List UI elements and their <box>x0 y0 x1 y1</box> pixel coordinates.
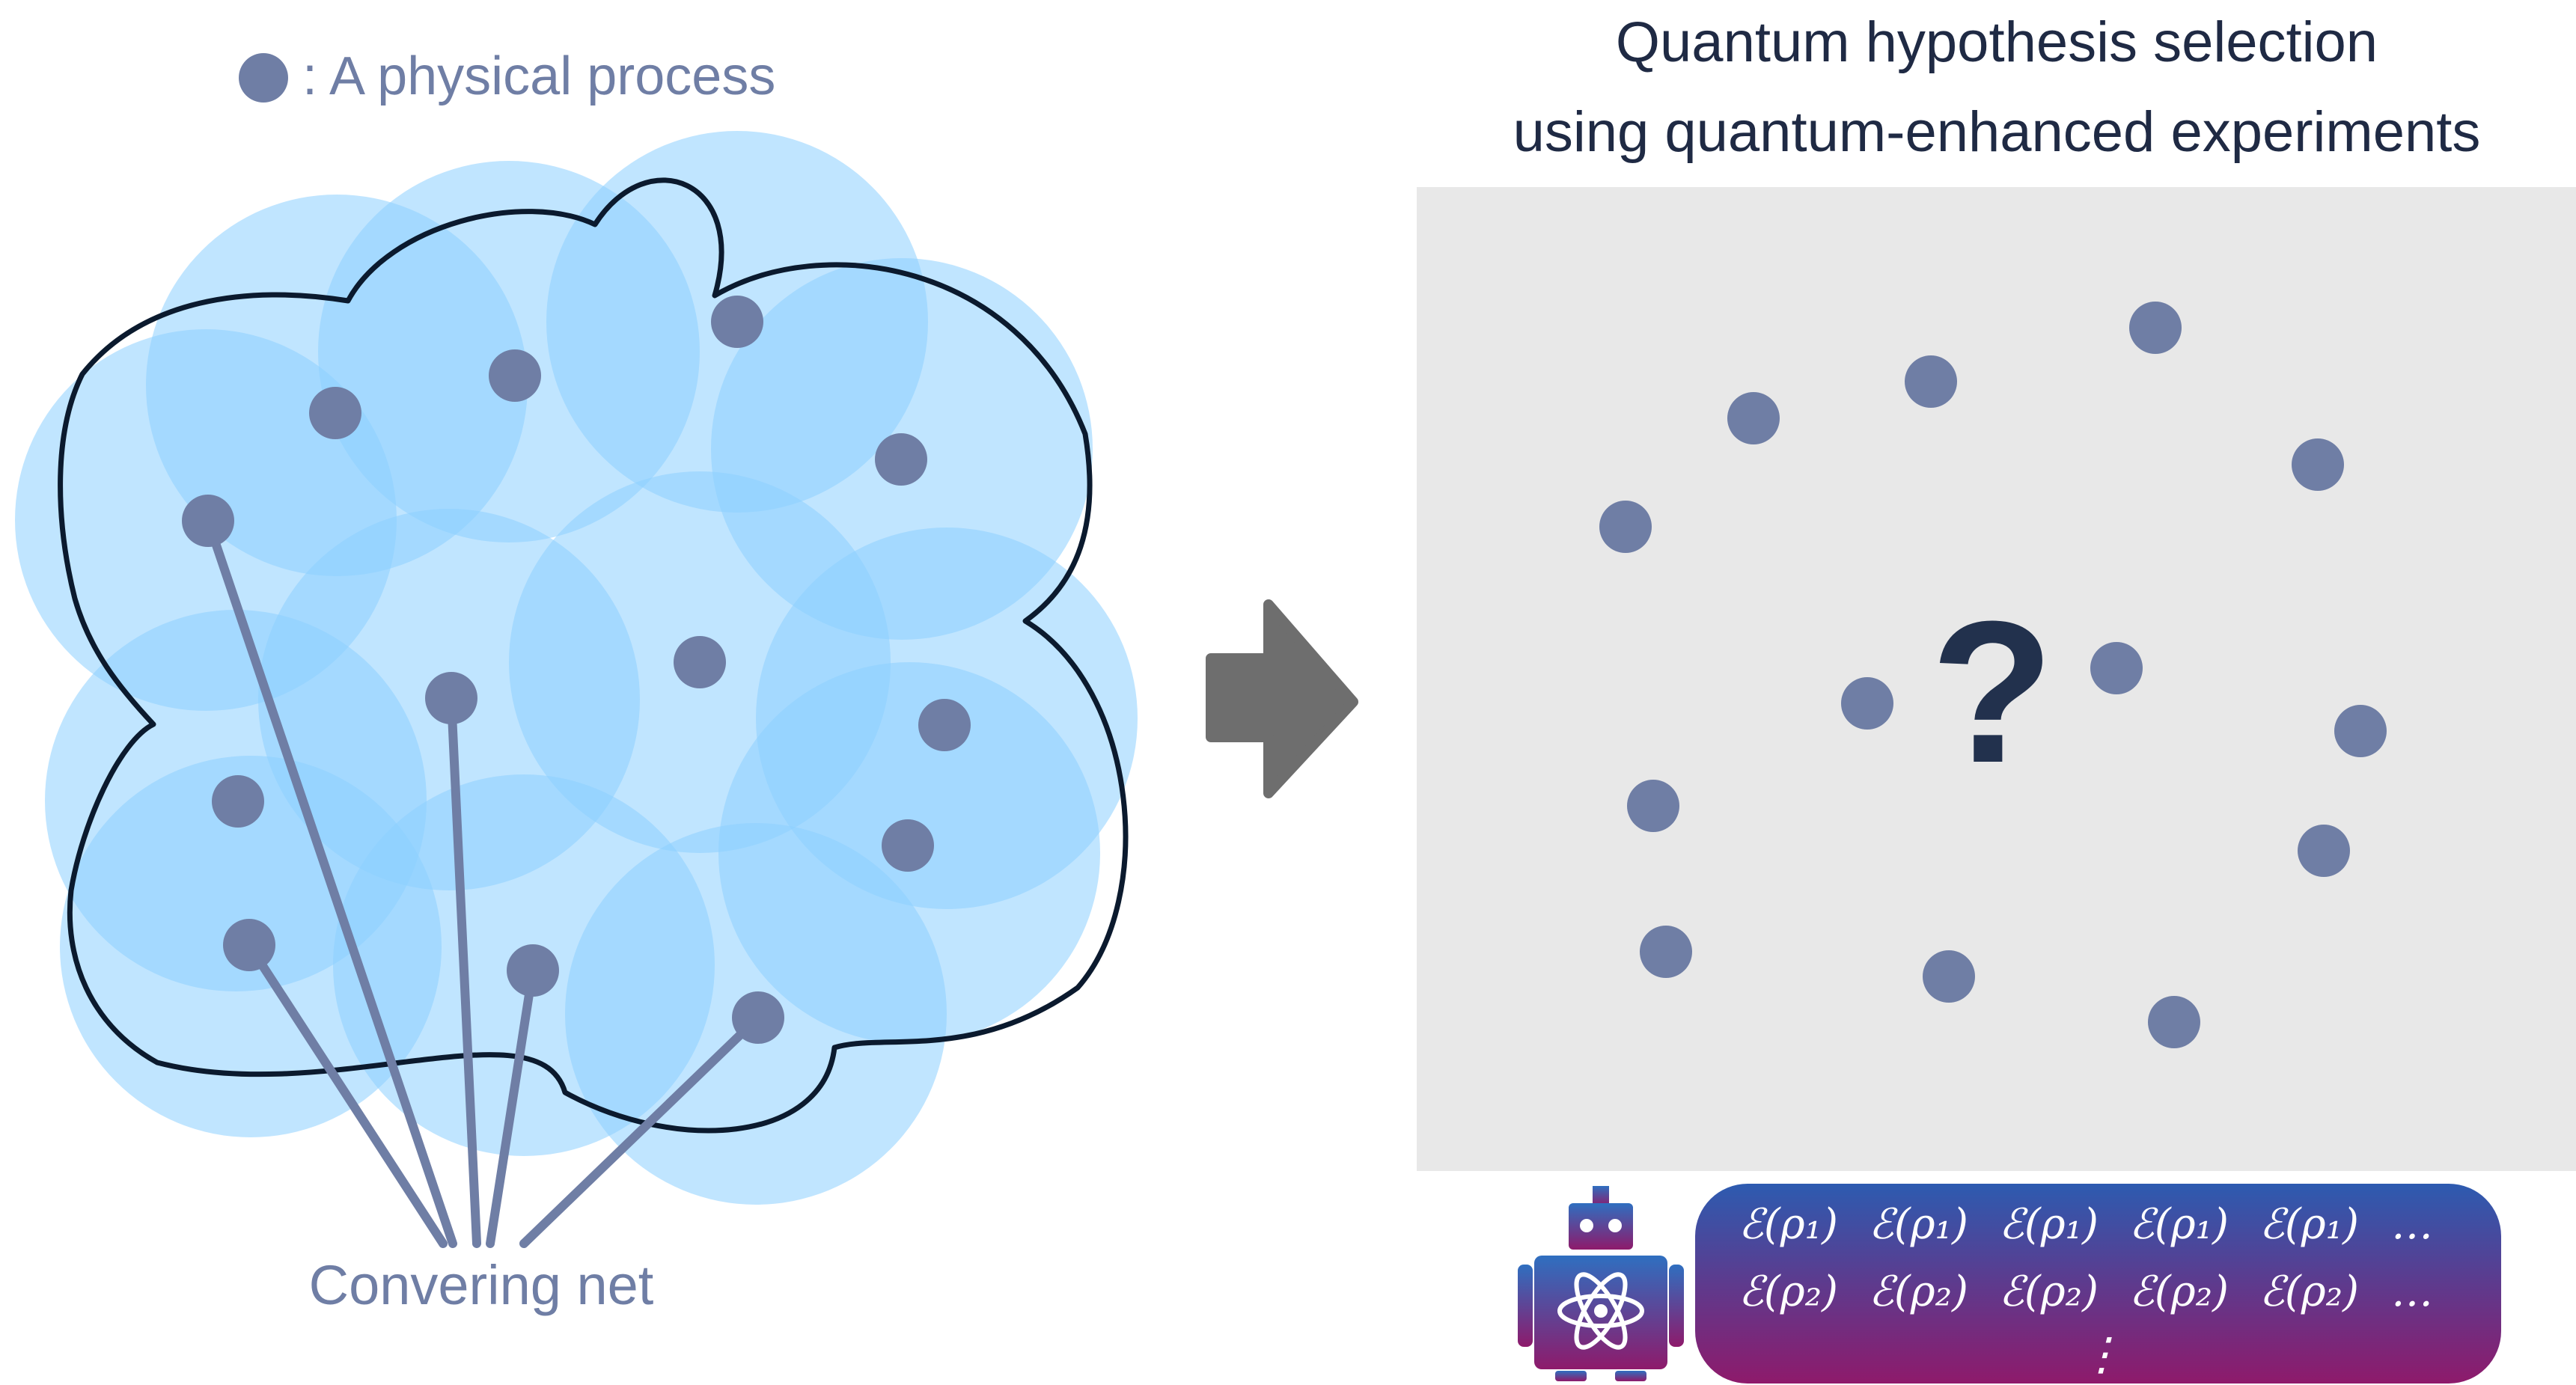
process-node <box>2292 438 2344 491</box>
legend: : A physical process <box>239 46 775 106</box>
process-node <box>882 819 934 872</box>
process-node <box>1640 926 1692 978</box>
process-node <box>1841 677 1893 730</box>
process-node <box>732 991 784 1044</box>
process-node <box>2090 642 2143 694</box>
experiment-term: ℰ(ρ₂) <box>2129 1268 2229 1316</box>
title-line-2: using quantum-enhanced experiments <box>1513 100 2481 164</box>
covering-balls <box>15 131 1138 1205</box>
hypothesis-nodes <box>1599 302 2387 1048</box>
process-node <box>507 944 559 997</box>
process-node <box>1599 501 1652 553</box>
legend-node <box>239 53 288 103</box>
process-node <box>674 636 726 688</box>
hypothesis-region-outline <box>58 177 1129 1134</box>
hypothesis-panel <box>1417 187 2576 1171</box>
experiment-row-2: ℰ(ρ₂) ℰ(ρ₂) ℰ(ρ₂) ℰ(ρ₂) ℰ(ρ₂) … <box>1739 1268 2433 1316</box>
experiment-term: ℰ(ρ₂) <box>1739 1268 1838 1316</box>
experiment-term: ℰ(ρ₂) <box>1869 1268 1968 1316</box>
experiment-term: ℰ(ρ₂) <box>2259 1268 2359 1316</box>
process-node <box>309 387 361 439</box>
process-node <box>489 349 541 402</box>
process-node <box>1923 950 1975 1003</box>
atom-robot-icon <box>1518 1186 1684 1381</box>
process-node <box>2298 825 2350 877</box>
experiment-ellipsis: … <box>2391 1200 2433 1249</box>
legend-text: : A physical process <box>302 46 775 106</box>
process-node <box>875 433 927 486</box>
left-nodes <box>182 296 971 1044</box>
process-node <box>2334 705 2387 757</box>
process-node <box>1905 355 1957 408</box>
experiment-term: ℰ(ρ₁) <box>1739 1200 1838 1249</box>
process-node <box>1627 780 1679 832</box>
experiment-term: ℰ(ρ₁) <box>1999 1200 2099 1249</box>
process-node <box>2148 996 2200 1048</box>
process-node <box>425 672 477 724</box>
process-node <box>1727 392 1780 444</box>
experiment-term: ℰ(ρ₁) <box>2129 1200 2229 1249</box>
process-node <box>2129 302 2182 354</box>
net-line <box>519 1013 763 1248</box>
experiment-term: ℰ(ρ₂) <box>1999 1268 2099 1316</box>
experiment-term: ℰ(ρ₁) <box>1869 1200 1968 1249</box>
process-node <box>223 919 275 971</box>
experiment-sequence-pill <box>1695 1184 2501 1384</box>
process-node <box>711 296 763 348</box>
title-line-1: Quantum hypothesis selection <box>1616 10 2378 74</box>
experiment-row-1: ℰ(ρ₁) ℰ(ρ₁) ℰ(ρ₁) ℰ(ρ₁) ℰ(ρ₁) … <box>1739 1200 2433 1249</box>
question-mark: ? <box>1931 580 2054 805</box>
process-node <box>918 699 971 751</box>
process-node <box>182 495 234 547</box>
net-line <box>204 516 457 1248</box>
process-node <box>212 775 264 828</box>
experiment-term: ℰ(ρ₁) <box>2259 1200 2359 1249</box>
net-lines <box>204 516 763 1248</box>
net-line <box>245 941 448 1248</box>
net-line <box>486 966 537 1248</box>
net-label: Convering net <box>309 1254 654 1316</box>
right-arrow-icon <box>1206 599 1358 798</box>
experiment-ellipsis: … <box>2391 1268 2433 1316</box>
experiment-continuation: ⋮ <box>2079 1328 2124 1381</box>
net-line <box>447 694 481 1248</box>
